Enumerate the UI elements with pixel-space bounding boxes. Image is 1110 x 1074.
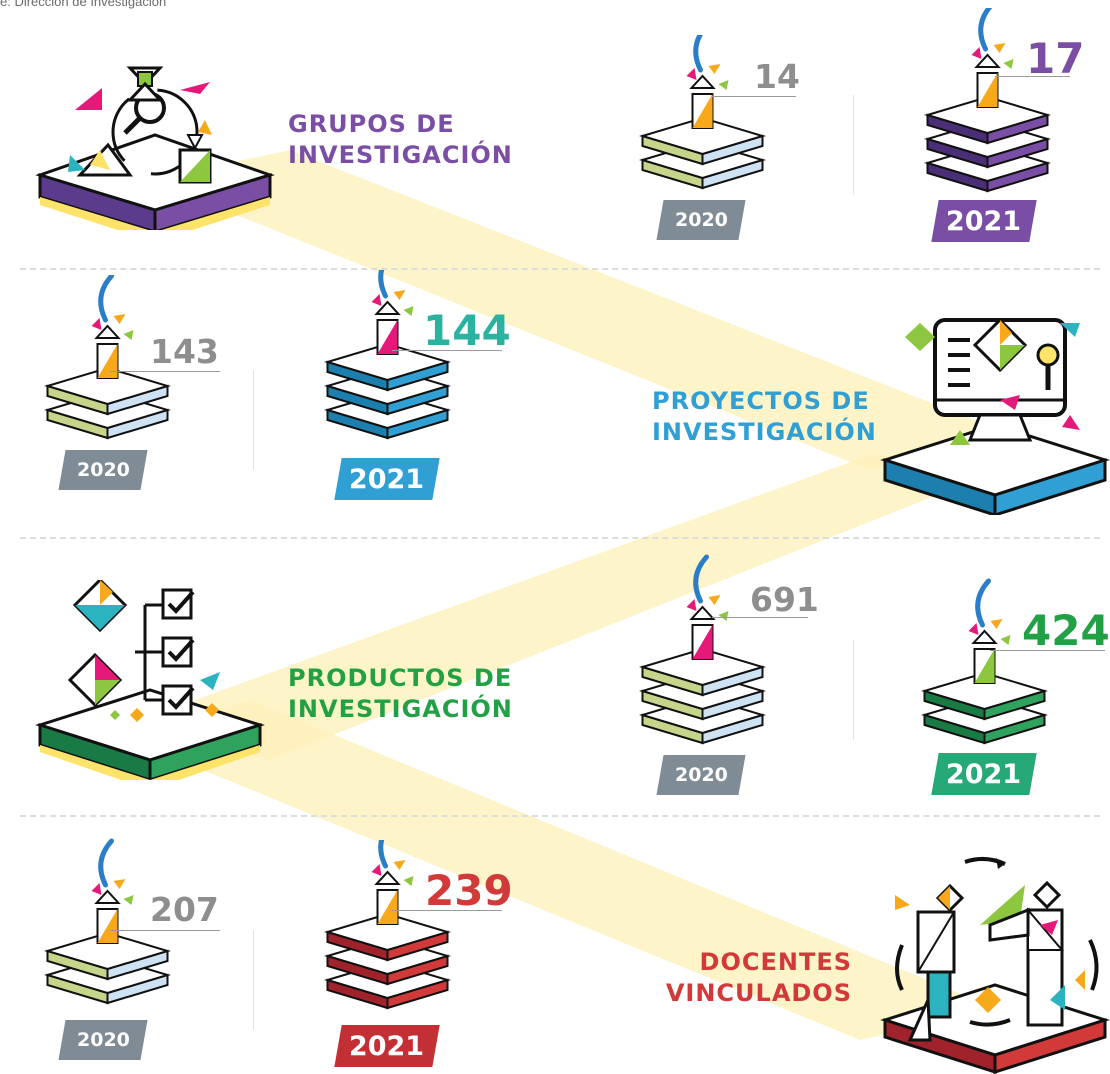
stack-2021-icon [324,840,451,1010]
value-underline [990,650,1105,651]
band-productos-docentes [130,700,1000,1040]
stack-2020-icon [44,838,171,1005]
linked-teachers-icon [880,857,1110,1074]
value-2021: 17 [1026,34,1085,83]
research-products-checklist-icon [35,580,265,780]
row-separator [20,815,1100,817]
value-underline [995,76,1070,77]
value-2020: 143 [150,332,219,371]
value-underline [712,96,796,97]
value-underline [110,371,220,372]
stack-2021-icon [924,8,1051,193]
title-line-2: INVESTIGACIÓN [288,141,513,169]
value-underline [392,910,502,911]
year-badge-2020: 2020 [656,200,746,240]
category-title: PRODUCTOS DE INVESTIGACIÓN [288,663,513,725]
value-underline [392,350,502,351]
category-title: DOCENTES VINCULADOS [652,947,852,1009]
value-underline [110,930,220,931]
title-line-1: DOCENTES [699,948,852,976]
year-badge-2020: 2020 [58,1020,148,1060]
year-badge-2021: 2021 [931,200,1037,242]
title-line-1: PROYECTOS DE [652,387,870,415]
band-grupos-proyectos [150,150,1000,470]
value-2021: 144 [423,306,511,355]
title-line-1: GRUPOS DE [288,110,455,138]
stack-2021-icon [324,270,451,440]
title-line-2: INVESTIGACIÓN [288,695,513,723]
source-note: e: Dirección de Investigación [0,0,167,9]
stack-2020-icon [44,275,171,440]
year-badge-2021: 2021 [931,753,1037,795]
year-badge-2021: 2021 [334,458,440,500]
stack-2021-icon [921,578,1048,745]
value-underline [712,617,808,618]
column-divider [853,640,854,740]
title-line-1: PRODUCTOS DE [288,664,513,692]
title-line-2: INVESTIGACIÓN [652,418,877,446]
year-badge-2021: 2021 [334,1025,440,1067]
research-projects-computer-icon [880,317,1110,515]
value-2020: 691 [750,580,819,619]
category-title: GRUPOS DE INVESTIGACIÓN [288,109,513,171]
year-badge-2020: 2020 [656,755,746,795]
title-line-2: VINCULADOS [665,979,852,1007]
value-2020: 14 [754,57,800,96]
band-proyectos-productos [140,455,1000,760]
value-2020: 207 [150,890,219,929]
research-groups-icon [35,66,275,230]
value-2021: 424 [1022,606,1110,655]
stack-2020-icon [639,35,766,190]
year-badge-2020: 2020 [58,450,148,490]
row-separator [20,268,1100,270]
value-2021: 239 [425,866,513,915]
stack-2020-icon [639,554,766,745]
column-divider [253,370,254,470]
column-divider [853,95,854,195]
category-title: PROYECTOS DE INVESTIGACIÓN [652,386,877,448]
column-divider [253,930,254,1030]
row-separator [20,537,1100,539]
